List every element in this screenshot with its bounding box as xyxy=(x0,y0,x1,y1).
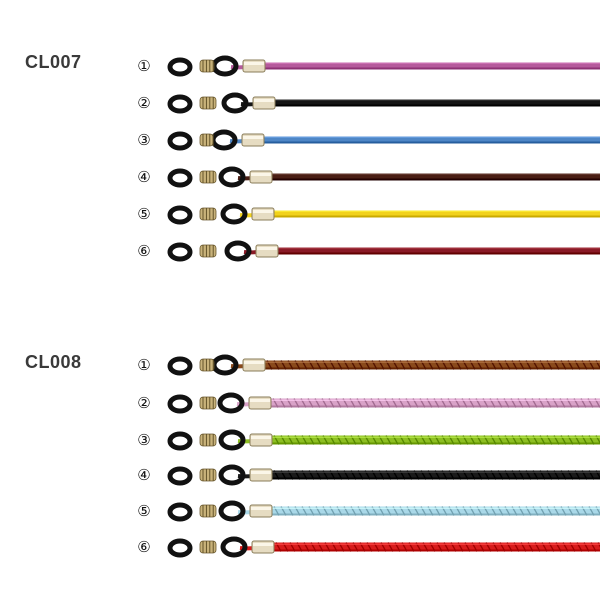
metal-clamp xyxy=(242,358,266,372)
eyeglass-strap xyxy=(160,420,600,460)
item-number: ④ xyxy=(137,466,151,484)
cord xyxy=(272,470,600,480)
item-number: ⑤ xyxy=(137,205,151,223)
rubber-loop xyxy=(167,168,193,188)
spring-coil xyxy=(199,96,217,110)
braid-texture xyxy=(273,470,600,480)
item-number: ⑥ xyxy=(137,538,151,556)
rubber-loop xyxy=(167,356,193,376)
rubber-loop xyxy=(167,466,193,486)
metal-clamp xyxy=(255,244,279,258)
spring-coil xyxy=(199,244,217,258)
eyeglass-strap xyxy=(160,491,600,531)
strap-graphic xyxy=(167,354,600,376)
spring-coil xyxy=(199,540,217,554)
cord xyxy=(278,247,600,255)
spring-coil xyxy=(199,59,215,73)
eyeglass-strap xyxy=(160,120,600,160)
eyeglass-strap xyxy=(160,194,600,234)
cord xyxy=(272,506,600,516)
strap-graphic xyxy=(167,392,600,414)
metal-clamp xyxy=(242,59,266,73)
strap-graphic xyxy=(167,500,600,522)
group-label-cl008: CL008 xyxy=(25,352,82,372)
metal-clamp xyxy=(248,396,272,410)
braid-texture xyxy=(275,542,600,552)
strap-graphic xyxy=(167,129,600,151)
strap-graphic xyxy=(167,203,600,225)
metal-clamp xyxy=(241,133,265,147)
cord xyxy=(264,136,600,144)
metal-clamp xyxy=(252,96,276,110)
rubber-loop xyxy=(167,57,193,77)
metal-clamp xyxy=(251,207,275,221)
rubber-loop xyxy=(167,431,193,451)
metal-clamp xyxy=(249,170,273,184)
item-number: ④ xyxy=(137,168,151,186)
rubber-loop xyxy=(167,131,193,151)
eyeglass-strap xyxy=(160,231,600,271)
group-label-cl007: CL007 xyxy=(25,52,82,72)
rubber-loop xyxy=(167,538,193,558)
cord xyxy=(271,398,600,408)
braid-texture xyxy=(266,360,600,370)
item-number: ⑤ xyxy=(137,502,151,520)
cord xyxy=(274,542,600,552)
metal-clamp xyxy=(251,540,275,554)
eyeglass-strap xyxy=(160,455,600,495)
cord xyxy=(265,62,600,70)
spring-coil xyxy=(199,207,217,221)
eyeglass-strap xyxy=(160,83,600,123)
item-number: ② xyxy=(137,94,151,112)
spring-coil xyxy=(199,358,215,372)
item-number: ① xyxy=(137,57,151,75)
rubber-loop xyxy=(167,394,193,414)
rubber-loop xyxy=(167,94,193,114)
strap-graphic xyxy=(167,429,600,451)
strap-graphic xyxy=(167,92,600,114)
rubber-loop xyxy=(167,242,193,262)
eyeglass-strap xyxy=(160,383,600,423)
item-number: ③ xyxy=(137,131,151,149)
rubber-loop xyxy=(167,205,193,225)
braid-texture xyxy=(272,398,600,408)
item-number: ③ xyxy=(137,431,151,449)
eyeglass-strap xyxy=(160,527,600,567)
eyeglass-strap xyxy=(160,46,600,86)
item-number: ② xyxy=(137,394,151,412)
spring-coil xyxy=(199,504,217,518)
item-number: ① xyxy=(137,356,151,374)
cord xyxy=(272,435,600,445)
spring-coil xyxy=(199,468,217,482)
item-number: ⑥ xyxy=(137,242,151,260)
spring-coil xyxy=(199,433,217,447)
strap-graphic xyxy=(167,166,600,188)
spring-coil xyxy=(199,396,217,410)
cord xyxy=(272,173,600,181)
strap-graphic xyxy=(167,240,600,262)
eyeglass-strap xyxy=(160,345,600,385)
braid-texture xyxy=(273,506,600,516)
cord xyxy=(275,99,600,107)
spring-coil xyxy=(199,170,217,184)
metal-clamp xyxy=(249,504,273,518)
braid-texture xyxy=(273,435,600,445)
metal-clamp xyxy=(249,433,273,447)
strap-graphic xyxy=(167,536,600,558)
eyeglass-strap xyxy=(160,157,600,197)
cord xyxy=(265,360,600,370)
metal-clamp xyxy=(249,468,273,482)
rubber-loop xyxy=(167,502,193,522)
cord xyxy=(274,210,600,218)
strap-graphic xyxy=(167,464,600,486)
strap-graphic xyxy=(167,55,600,77)
